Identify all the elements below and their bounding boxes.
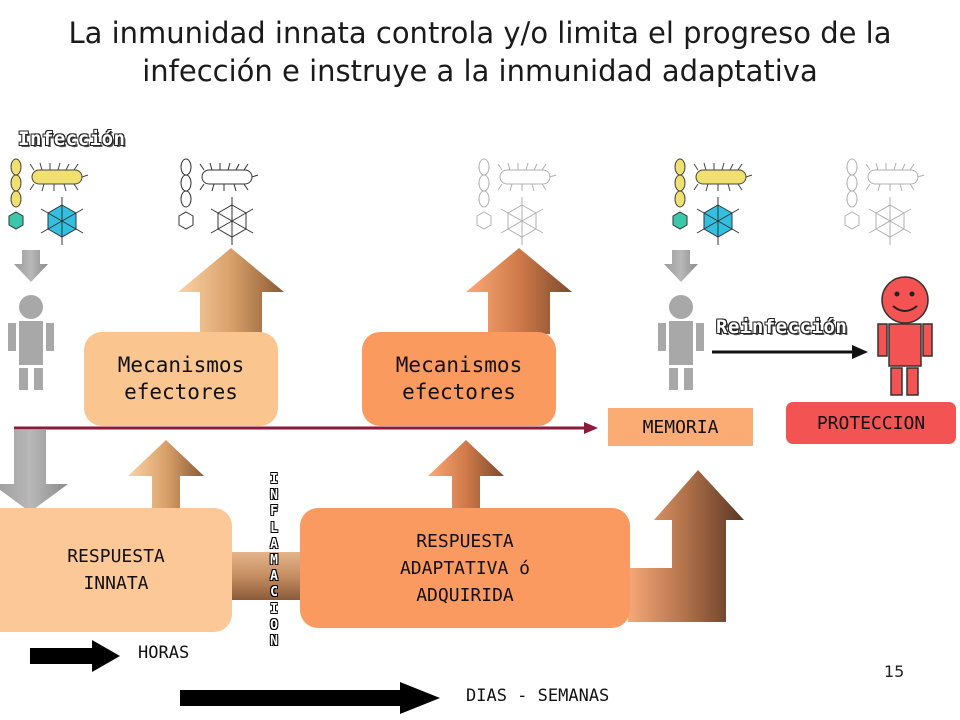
inflam-letter: I (270, 601, 278, 617)
innate-up-arrow (128, 440, 204, 508)
dias-semanas-label: DIAS - SEMANAS (466, 686, 610, 706)
bacteria-chain-icon (10, 158, 22, 208)
effector-box-2-line-2: efectores (402, 380, 516, 404)
innate-line-1: RESPUESTA (67, 546, 165, 567)
person-icon-1 (8, 295, 54, 390)
bacillus-icon (497, 162, 557, 192)
virus-small-icon (476, 211, 492, 230)
adaptive-line-1: RESPUESTA (416, 530, 514, 552)
inflam-letter: O (270, 617, 278, 633)
effector-up-arrow-1 (178, 248, 284, 334)
horas-label: HORAS (138, 643, 190, 663)
effector-box-1-line-1: Mecanismos (117, 353, 245, 377)
page-number: 15 (884, 662, 905, 681)
effector-box-2-line-1: Mecanismos (395, 353, 523, 377)
proteccion-box: PROTECCION (786, 402, 956, 444)
pathogen-group-3 (476, 158, 557, 245)
virus-small-icon (8, 211, 24, 230)
infeccion-label: Infección (18, 128, 126, 150)
bacillus-icon (29, 162, 89, 192)
bacteria-chain-icon (674, 158, 686, 208)
effector-up-arrow-2 (466, 248, 572, 334)
protected-person-icon (877, 276, 933, 396)
dias-arrow (180, 682, 440, 714)
inflam-letter: F (270, 504, 278, 520)
timeline-arrow-head (584, 422, 598, 434)
bacillus-icon (199, 162, 259, 192)
bacteria-chain-icon (180, 158, 192, 208)
bacillus-icon (693, 162, 753, 192)
effector-mechanisms-box-1: Mecanismos efectores (84, 332, 278, 426)
infection-down-arrow-1 (14, 250, 48, 282)
horas-arrow (30, 640, 120, 672)
adaptive-up-arrow (428, 440, 504, 508)
reinfection-arrow-head (852, 345, 868, 359)
adaptive-response-box: RESPUESTA ADAPTATIVA ó ADQUIRIDA (300, 508, 630, 628)
inflam-letter: I (270, 472, 278, 487)
innate-line-2: INNATA (83, 573, 149, 594)
inflam-letter: A (270, 536, 278, 552)
inflamacion-vertical-label: I N F L A M A C I O N (264, 472, 284, 650)
bacillus-icon (865, 162, 925, 192)
person-icon-2 (658, 295, 704, 390)
virus-small-icon (178, 211, 194, 230)
pathogen-group-5 (844, 158, 925, 245)
title-line-1: La inmunidad innata controla y/o limita … (68, 16, 892, 50)
virus-icosahedral-icon (500, 197, 544, 245)
virus-icosahedral-icon (868, 197, 912, 245)
page-title: La inmunidad innata controla y/o limita … (0, 14, 960, 90)
virus-icosahedral-icon (210, 197, 254, 245)
inflam-letter: N (270, 488, 278, 504)
pathogen-group-1 (8, 158, 89, 245)
inflam-letter: M (270, 553, 278, 569)
virus-icosahedral-icon (40, 197, 84, 245)
pathogen-group-4 (672, 158, 753, 245)
inflam-letter: C (270, 585, 278, 601)
bacteria-chain-icon (478, 158, 490, 208)
inflammation-connector (232, 552, 304, 600)
inflam-letter: A (270, 569, 278, 585)
infection-down-arrow-2 (664, 250, 698, 282)
inflam-letter: L (270, 520, 278, 536)
virus-small-icon (844, 211, 860, 230)
reinfeccion-label: Reinfección (716, 316, 848, 338)
adaptive-line-2: ADAPTATIVA ó (399, 557, 531, 579)
virus-small-icon (672, 211, 688, 230)
pathogen-group-2 (178, 158, 259, 245)
virus-icosahedral-icon (696, 197, 740, 245)
inflam-letter: N (270, 634, 278, 650)
title-line-2: infección e instruye a la inmunidad adap… (142, 54, 818, 88)
innate-response-box: RESPUESTA INNATA (0, 508, 232, 632)
memory-elbow-arrow (628, 470, 744, 622)
innate-down-arrow (0, 430, 68, 512)
bacteria-chain-icon (846, 158, 858, 208)
adaptive-line-3: ADQUIRIDA (416, 584, 514, 606)
effector-mechanisms-box-2: Mecanismos efectores (362, 332, 556, 426)
effector-box-1-line-2: efectores (124, 380, 238, 404)
memoria-box: MEMORIA (608, 408, 753, 446)
